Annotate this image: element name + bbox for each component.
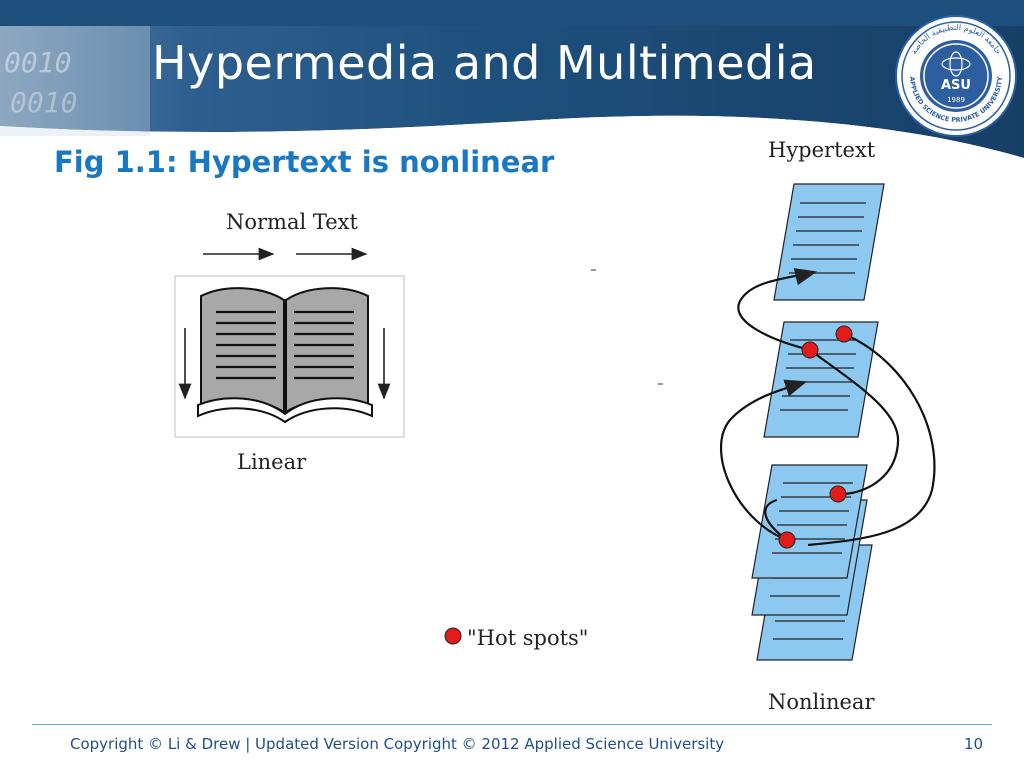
top-strip	[0, 0, 1024, 26]
logo-year: 1989	[947, 96, 965, 104]
hotspot-legend-dot	[444, 627, 462, 645]
hypertext-page	[763, 321, 879, 438]
header-banner: 0010 0010	[0, 26, 1024, 158]
figure-caption: Fig 1.1: Hypertext is nonlinear	[54, 145, 555, 179]
hotspot-marker	[835, 325, 853, 343]
binary-decoration: 0010	[4, 46, 71, 79]
footer-divider	[32, 724, 992, 725]
university-logo-icon: ASU 1989 APPLIED SCIENCE PRIVATE UNIVERS…	[895, 15, 1017, 137]
linear-label: Linear	[237, 450, 307, 474]
hotspot-marker	[829, 485, 847, 503]
banner-graphic: 0010 0010	[0, 26, 1024, 158]
logo-abbreviation: ASU	[941, 78, 971, 93]
hotspot-marker	[801, 341, 819, 359]
footer-copyright: Copyright © Li & Drew | Updated Version …	[70, 735, 725, 753]
hotspots-legend-label: "Hot spots"	[467, 626, 589, 650]
binary-decoration: 0010	[10, 86, 77, 119]
hypertext-page	[773, 183, 885, 301]
slide-title: Hypermedia and Multimedia	[152, 36, 817, 90]
hotspot-marker	[778, 531, 796, 549]
normal-text-label: Normal Text	[226, 210, 358, 234]
page-number: 10	[964, 735, 984, 753]
hypertext-label: Hypertext	[768, 138, 876, 162]
open-book-icon	[174, 275, 405, 438]
nonlinear-label: Nonlinear	[768, 690, 875, 714]
hyperlink-curves	[720, 268, 936, 547]
